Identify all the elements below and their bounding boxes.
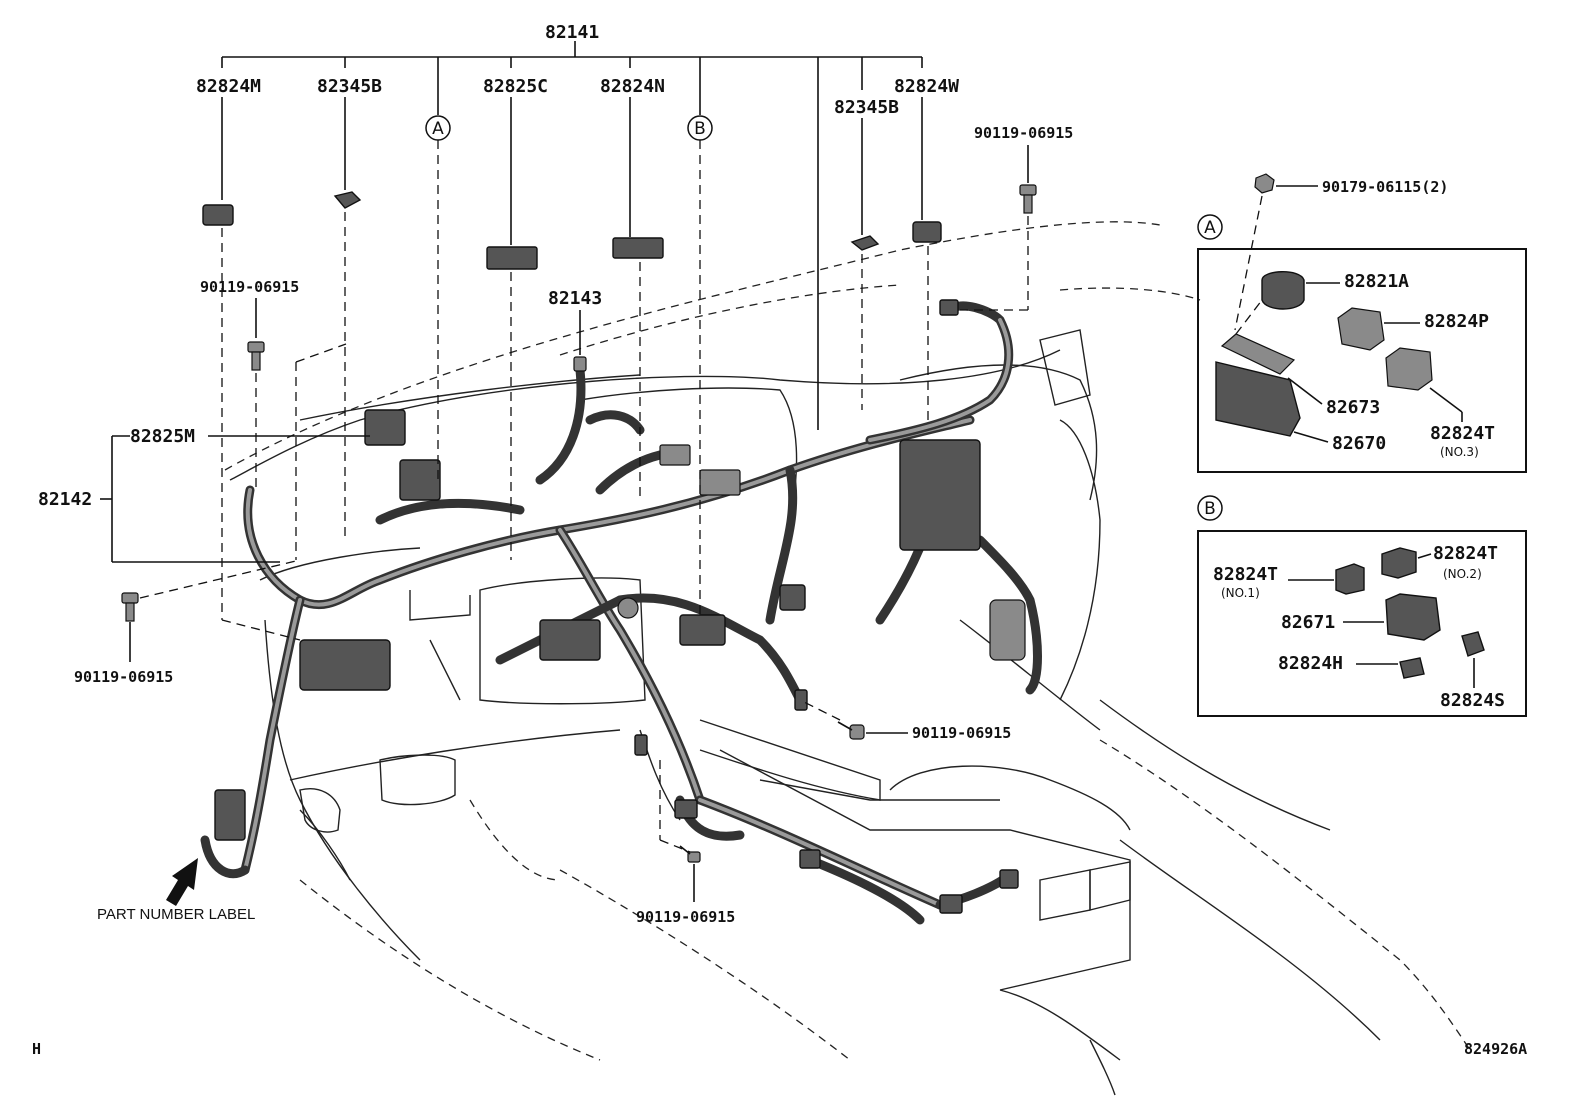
inset-a-callout-circle (1197, 214, 1223, 240)
footer-left-code: H (32, 1040, 41, 1058)
bolt-icon-bottom-left (121, 592, 139, 622)
bolt-icon-bottom (679, 845, 701, 863)
clip-82345B-2 (850, 235, 880, 251)
inset-a-callout: A (1204, 218, 1216, 238)
inset-a-82824P: 82824P (1424, 311, 1489, 332)
inset-b-callout-circle (1197, 495, 1223, 521)
callout-b: B (694, 119, 706, 139)
inset-b-box (1197, 530, 1527, 717)
part-82825M-label: 82825M (130, 426, 195, 447)
callout-a: A (432, 119, 444, 139)
inset-b-82824T-no2: 82824T (1433, 543, 1498, 564)
nut-icon (1254, 173, 1275, 194)
connector-82824W (912, 221, 942, 243)
inset-b-callout: B (1204, 499, 1216, 519)
clip-82345B-1 (333, 191, 362, 209)
connector-82824M (202, 204, 234, 226)
part-82824M-label: 82824M (196, 76, 261, 97)
inset-a-box (1197, 248, 1527, 473)
part-number-label: PART NUMBER LABEL (97, 906, 255, 923)
part-82345B-label-2: 82345B (834, 97, 899, 118)
inset-a-parts (1215, 271, 1433, 437)
connector-82824N (612, 237, 664, 259)
inset-b-82824T-no1-note: (NO.1) (1221, 586, 1260, 600)
inset-b-82824T-no1: 82824T (1213, 564, 1278, 585)
inset-a-82821A: 82821A (1344, 271, 1409, 292)
inset-a-82824T-note: (NO.3) (1440, 445, 1479, 459)
part-82824W-label: 82824W (894, 76, 959, 97)
bolt-90119-06915-label-middle: 90119-06915 (912, 724, 1011, 742)
part-82141: 82141 (545, 22, 599, 43)
bolt-icon-top-right (1019, 184, 1037, 214)
inset-b-82824S: 82824S (1440, 690, 1505, 711)
wiring-harness (200, 299, 1042, 925)
bolt-90119-06915-label-top-right: 90119-06915 (974, 124, 1073, 142)
arrow-icon (166, 858, 198, 906)
part-82825C-label: 82825C (483, 76, 548, 97)
nut-90179-06115-label: 90179-06115(2) (1322, 178, 1448, 196)
inset-b-parts (1335, 547, 1485, 679)
bolt-90119-06915-label-bottom-left: 90119-06915 (74, 668, 173, 686)
sensor-82143 (573, 356, 587, 372)
inset-b-82824T-no2-note: (NO.2) (1443, 567, 1482, 581)
inset-a-82824T: 82824T (1430, 423, 1495, 444)
bolt-icon-top-left (247, 341, 265, 371)
bolt-90119-06915-label-bottom: 90119-06915 (636, 908, 735, 926)
connector-82825C (486, 246, 538, 270)
inset-b-82824H: 82824H (1278, 653, 1343, 674)
footer-diagram-id: 824926A (1464, 1040, 1527, 1058)
part-82345B-label-1: 82345B (317, 76, 382, 97)
bolt-90119-06915-label-top-left: 90119-06915 (200, 278, 299, 296)
part-82143-label: 82143 (548, 288, 602, 309)
inset-a-82670: 82670 (1332, 433, 1386, 454)
part-82142-label: 82142 (38, 489, 92, 510)
bolt-icon-middle (837, 721, 865, 740)
bracket-82141 (221, 41, 923, 430)
part-82824N-label: 82824N (600, 76, 665, 97)
inset-a-82673: 82673 (1326, 397, 1380, 418)
inset-b-82671: 82671 (1281, 612, 1335, 633)
